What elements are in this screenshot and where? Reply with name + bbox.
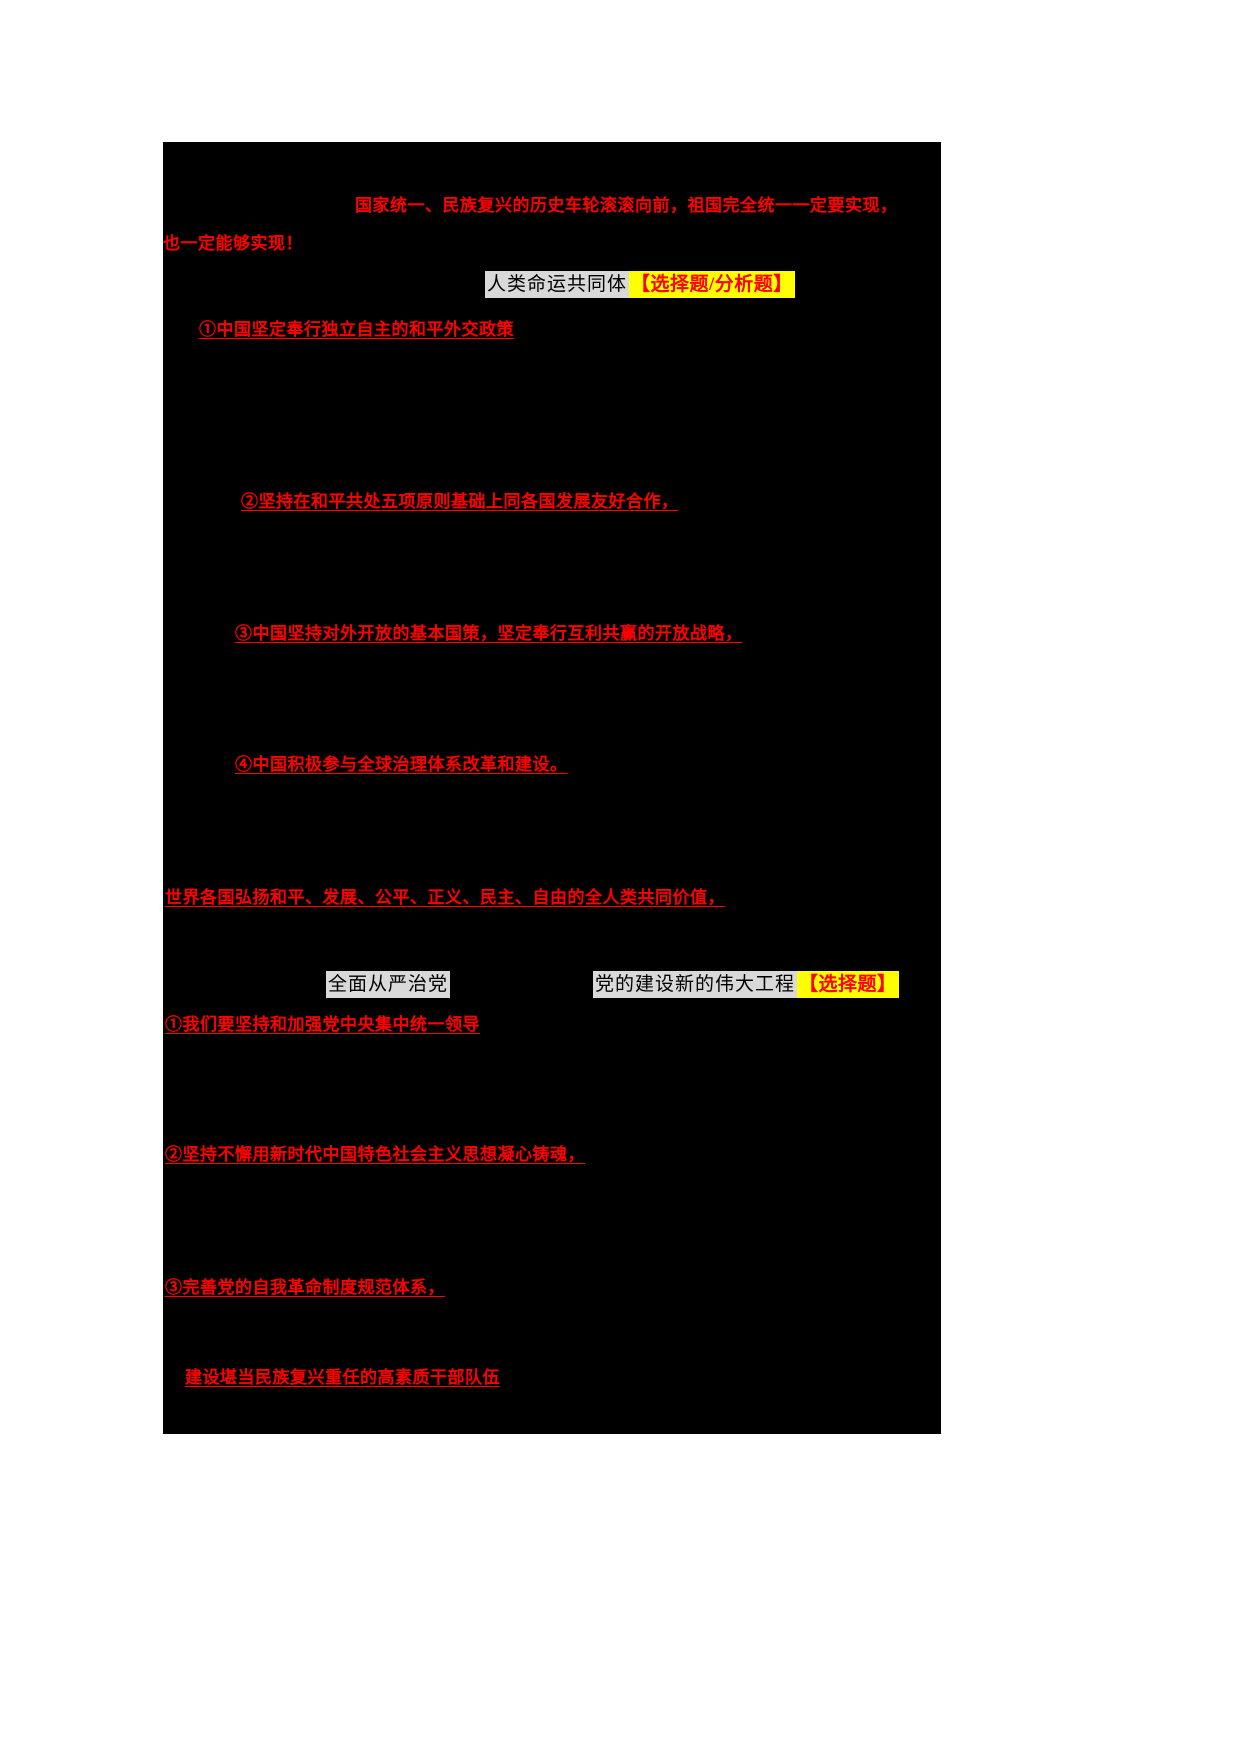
list-item: ②坚持不懈用新时代中国特色社会主义思想凝心铸魂， bbox=[165, 1145, 585, 1165]
list-item: ④中国积极参与全球治理体系改革和建设。 bbox=[235, 755, 568, 775]
section-tag-badge: 【选择题/分析题】 bbox=[629, 271, 795, 298]
section-closing-statement: 世界各国弘扬和平、发展、公平、正义、民主、自由的全人类共同价值， bbox=[165, 888, 725, 908]
intro-line-1: 国家统一、民族复兴的历史车轮滚滚向前，祖国完全统一一定要实现， bbox=[355, 196, 898, 216]
section-heading-label: 人类命运共同体 bbox=[485, 271, 630, 298]
intro-line-2: 也一定能够实现！ bbox=[163, 234, 303, 254]
section-header-community: 人类命运共同体 【选择题/分析题】 bbox=[485, 271, 795, 298]
list-item: 建设堪当民族复兴重任的高素质干部队伍 bbox=[185, 1368, 500, 1388]
list-item: ③完善党的自我革命制度规范体系， bbox=[165, 1278, 445, 1298]
section-heading-label: 党的建设新的伟大工程 bbox=[593, 971, 798, 998]
section-heading-strict-governance: 全面从严治党 bbox=[326, 971, 451, 998]
list-item: ③中国坚持对外开放的基本国策，坚定奉行互利共赢的开放战略， bbox=[235, 624, 743, 644]
section-header-party-building: 党的建设新的伟大工程 【选择题】 bbox=[593, 971, 899, 998]
list-item: ①我们要坚持和加强党中央集中统一领导 bbox=[165, 1015, 480, 1035]
list-item: ①中国坚定奉行独立自主的和平外交政策 bbox=[199, 320, 514, 340]
content-block: 国家统一、民族复兴的历史车轮滚滚向前，祖国完全统一一定要实现， 也一定能够实现！… bbox=[163, 142, 941, 1434]
section-tag-badge: 【选择题】 bbox=[797, 971, 899, 998]
list-item: ②坚持在和平共处五项原则基础上同各国发展友好合作， bbox=[241, 492, 679, 512]
